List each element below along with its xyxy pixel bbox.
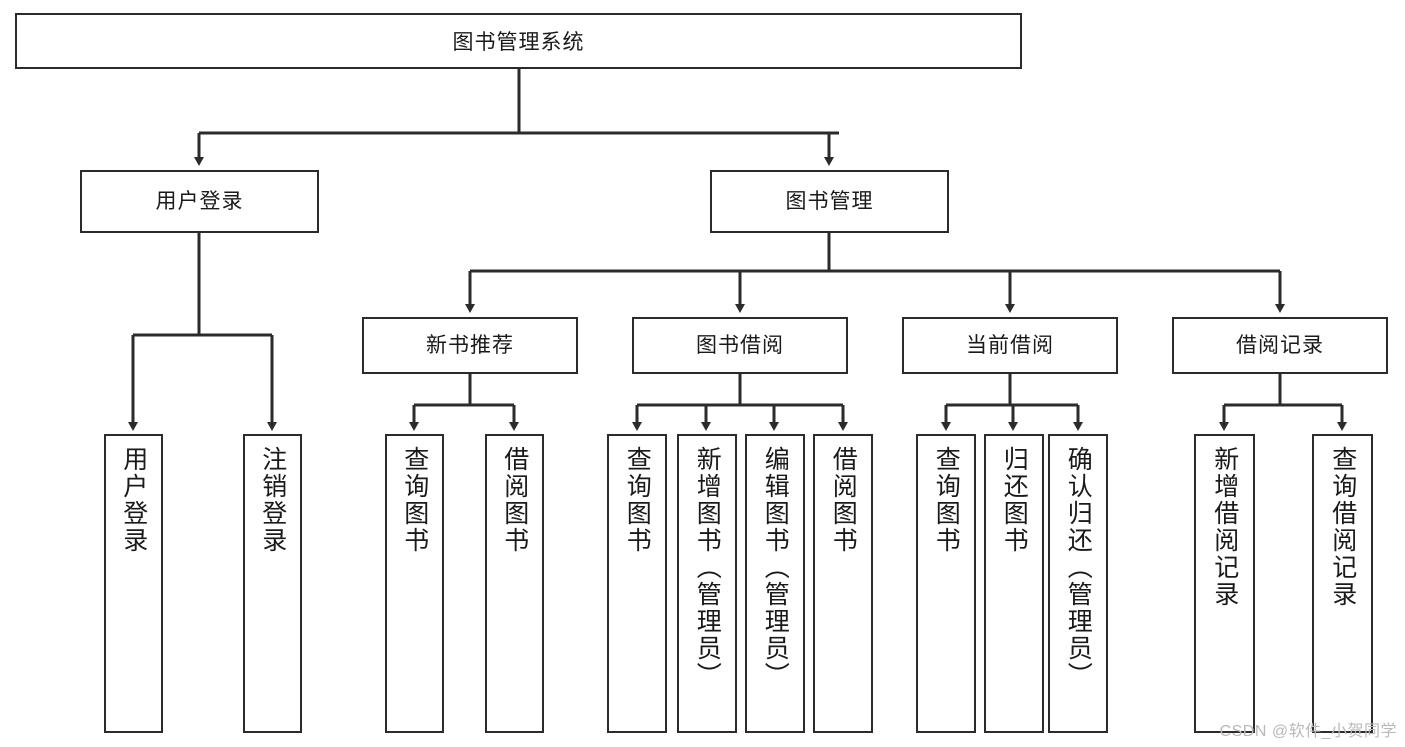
node-new-book-recommend-label: 新书推荐 [426, 333, 514, 357]
node-book-management[interactable]: 图书管理 [710, 170, 949, 233]
node-new-book-recommend[interactable]: 新书推荐 [362, 317, 578, 374]
leaf-bb-query-book[interactable]: 查询图书 [607, 434, 667, 733]
leaf-cb-return-book[interactable]: 归还图书 [984, 434, 1044, 733]
leaf-bb-borrow-book-label: 借阅图书 [829, 446, 858, 554]
leaf-cb-confirm-return-label: 确认归还（管理员） [1064, 446, 1093, 689]
leaf-cb-return-book-label: 归还图书 [1000, 446, 1029, 554]
node-book-borrow[interactable]: 图书借阅 [632, 317, 848, 374]
node-current-borrow-label: 当前借阅 [966, 333, 1054, 357]
leaf-logout[interactable]: 注销登录 [243, 434, 302, 733]
leaf-cb-confirm-return[interactable]: 确认归还（管理员） [1048, 434, 1108, 733]
node-root[interactable]: 图书管理系统 [15, 13, 1022, 69]
node-book-borrow-label: 图书借阅 [696, 333, 784, 357]
leaf-user-login[interactable]: 用户登录 [104, 434, 163, 733]
leaf-cb-query-book[interactable]: 查询图书 [916, 434, 976, 733]
node-current-borrow[interactable]: 当前借阅 [902, 317, 1118, 374]
leaf-nb-query-book-label: 查询图书 [400, 446, 429, 554]
csdn-watermark: CSDN @软件_小贺同学 [1219, 723, 1397, 740]
leaf-br-query-record-label: 查询借阅记录 [1328, 446, 1357, 608]
node-user-login[interactable]: 用户登录 [80, 170, 319, 233]
leaf-br-add-record[interactable]: 新增借阅记录 [1194, 434, 1255, 733]
leaf-bb-query-book-label: 查询图书 [623, 446, 652, 554]
leaf-nb-borrow-book[interactable]: 借阅图书 [485, 434, 544, 733]
leaf-bb-add-book-label: 新增图书（管理员） [693, 446, 722, 689]
leaf-nb-borrow-book-label: 借阅图书 [500, 446, 529, 554]
leaf-nb-query-book[interactable]: 查询图书 [385, 434, 444, 733]
leaf-br-query-record[interactable]: 查询借阅记录 [1312, 434, 1373, 733]
node-root-label: 图书管理系统 [452, 31, 585, 54]
node-book-management-label: 图书管理 [785, 189, 874, 213]
leaf-bb-edit-book[interactable]: 编辑图书（管理员） [745, 434, 805, 733]
leaf-user-login-label: 用户登录 [119, 446, 148, 554]
leaf-bb-borrow-book[interactable]: 借阅图书 [813, 434, 873, 733]
node-borrow-records[interactable]: 借阅记录 [1172, 317, 1388, 374]
leaf-logout-label: 注销登录 [258, 446, 287, 554]
leaf-bb-add-book[interactable]: 新增图书（管理员） [677, 434, 737, 733]
node-user-login-label: 用户登录 [155, 189, 244, 213]
leaf-br-add-record-label: 新增借阅记录 [1210, 446, 1239, 608]
leaf-bb-edit-book-label: 编辑图书（管理员） [761, 446, 790, 689]
node-borrow-records-label: 借阅记录 [1236, 333, 1324, 357]
leaf-cb-query-book-label: 查询图书 [932, 446, 961, 554]
